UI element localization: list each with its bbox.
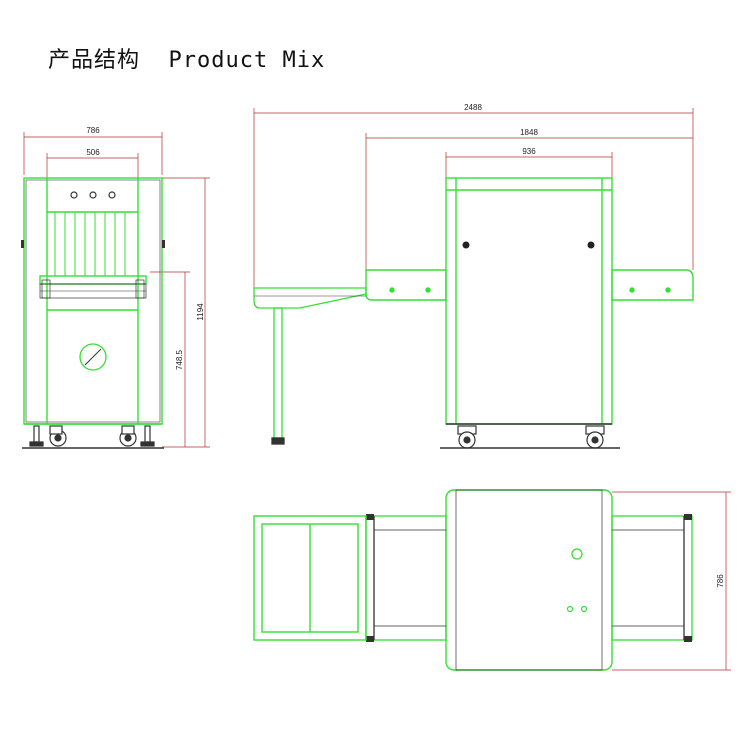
side-extension-table: [253, 287, 367, 445]
top-dimension-lines: [612, 491, 731, 671]
front-tunnel-width-label: 506: [86, 148, 100, 157]
side-body-length-label: 936: [522, 147, 536, 156]
front-indicator-lights: [70, 191, 116, 199]
top-entry-roller: [365, 514, 447, 642]
side-dimension-lines: [253, 108, 694, 288]
top-button-left: [566, 605, 574, 613]
front-dimension-lines: [23, 132, 210, 448]
front-right-handle: [162, 240, 165, 248]
top-width-label: 786: [716, 574, 725, 588]
front-casters: [22, 425, 164, 449]
side-exit-roller: [611, 269, 694, 301]
front-view: 786 506 1194 748.5: [21, 126, 210, 449]
front-total-height-label: 1194: [196, 303, 205, 321]
side-right-lock: [587, 241, 595, 249]
side-total-length-label: 2488: [464, 103, 482, 112]
top-extension-table: [253, 515, 367, 641]
side-view: 2488 1848 936: [253, 103, 694, 449]
top-exit-roller: [611, 514, 693, 642]
top-key-switch: [571, 548, 583, 560]
front-left-handle: [21, 240, 24, 248]
side-body-roller-length-label: 1848: [520, 128, 538, 137]
side-body: [445, 177, 613, 425]
front-width-label: 786: [86, 126, 100, 135]
front-body: [23, 177, 163, 425]
side-casters: [440, 425, 620, 449]
front-conveyor-height-label: 748.5: [175, 349, 184, 370]
top-body: [445, 489, 613, 671]
side-left-lock: [462, 241, 470, 249]
side-entry-roller: [365, 269, 447, 301]
top-button-right: [580, 605, 588, 613]
page-title: 产品结构 Product Mix: [48, 48, 326, 73]
top-view: 786: [253, 489, 731, 671]
emergency-stop-knob: [79, 343, 107, 371]
